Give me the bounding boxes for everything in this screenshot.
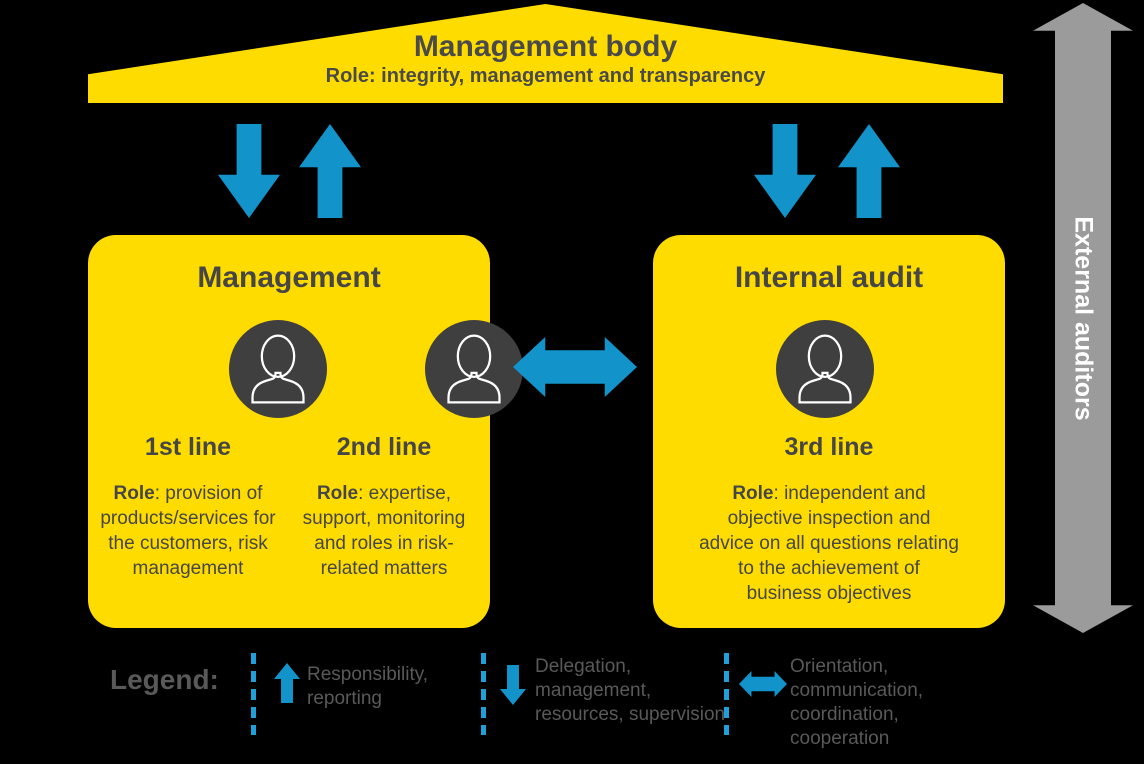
management-body-roof: Management body Role: integrity, managem… (88, 4, 1003, 103)
third-line-role: Role: independent and objective inspecti… (674, 481, 984, 606)
legend-divider (724, 653, 729, 735)
external-auditors-label: External auditors (1069, 215, 1098, 421)
role-text: : expertise, support, monitoring and rol… (302, 483, 466, 579)
role-label: Role (316, 483, 359, 504)
arrow-down-icon (500, 665, 526, 705)
arrow-down-icon (218, 124, 280, 218)
legend-title: Legend: (110, 664, 219, 695)
management-box: Management 1st line 2nd line Role: provi… (88, 235, 523, 628)
management-body-title: Management body (413, 30, 678, 63)
legend-item-delegation: Delegation, management, resources, super… (535, 656, 726, 725)
person-icon (776, 320, 874, 418)
legend-item-responsibility: Responsibility, reporting (307, 664, 429, 709)
legend-divider (251, 653, 256, 735)
arrow-left-right-icon (513, 337, 637, 397)
third-line-heading: 3rd line (784, 433, 874, 461)
internal-audit-box-title: Internal audit (734, 261, 924, 294)
role-label: Role (113, 483, 155, 504)
first-line-role: Role: provision of products/services for… (95, 481, 281, 581)
arrow-down-icon (754, 124, 816, 218)
second-line-role: Role: expertise, support, monitoring and… (291, 481, 477, 581)
legend-divider (481, 653, 486, 735)
arrow-left-right-icon (739, 671, 787, 697)
external-auditors-label-wrap: External auditors (1033, 3, 1133, 633)
role-text: : independent and objective inspection a… (699, 483, 959, 604)
first-line-heading: 1st line (144, 433, 232, 461)
arrow-up-icon (299, 124, 361, 218)
person-icon (425, 320, 523, 418)
management-box-title: Management (197, 261, 381, 294)
arrow-up-icon (838, 124, 900, 218)
legend-item-orientation: Orientation, communication, coordination… (790, 656, 924, 749)
arrow-up-icon (274, 663, 300, 703)
internal-audit-box: Internal audit 3rd line Role: independen… (653, 235, 1005, 628)
role-text: : provision of products/services for the… (100, 483, 276, 579)
role-label: Role (732, 483, 774, 504)
management-body-role: Role: integrity, management and transpar… (325, 65, 766, 87)
person-icon (229, 320, 327, 418)
second-line-heading: 2nd line (336, 433, 432, 461)
